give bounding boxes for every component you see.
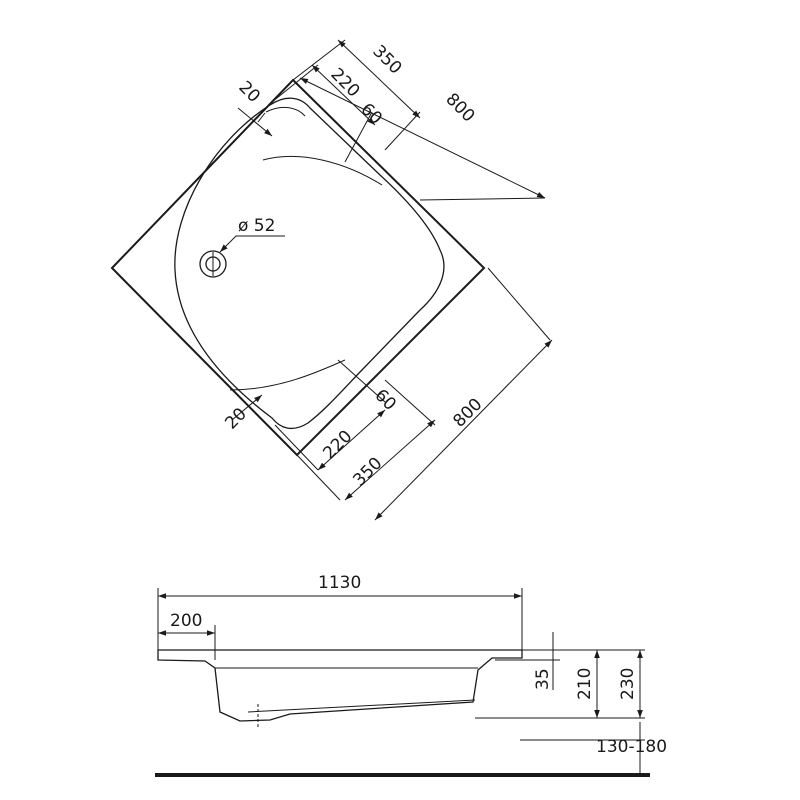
dim-legs: 130-180 (596, 737, 667, 757)
dim-35: 35 (533, 668, 553, 690)
dim-upper-800-line (299, 77, 546, 199)
drain (199, 250, 227, 278)
dim-lower-800: 800 (449, 394, 486, 431)
dim-1130: 1130 (318, 573, 361, 593)
basin-outline (174, 97, 445, 430)
tray-profile (157, 649, 523, 722)
dim-200: 200 (170, 611, 202, 631)
dim-upper-350-line (337, 39, 421, 119)
dim-lower-220-line (317, 409, 386, 471)
tray-outline (110, 78, 486, 457)
dim-upper-350: 350 (368, 41, 405, 78)
dim-lower-350-line (344, 419, 436, 501)
dim-lower-350: 350 (349, 453, 386, 490)
dim-upper-60: 60 (356, 99, 385, 128)
dim-230: 230 (618, 668, 638, 700)
drain-diameter-label: ø 52 (238, 216, 275, 236)
side-view: 1130 200 35 210 230 130-180 (155, 573, 667, 777)
drain-leader (219, 235, 285, 253)
deck-line (229, 106, 383, 391)
top-view: ø 52 800 350 220 60 20 800 350 220 60 20 (110, 39, 553, 521)
dim-210: 210 (575, 668, 595, 700)
dim-upper-220: 220 (326, 64, 363, 101)
dim-upper-800: 800 (441, 89, 478, 126)
dim-upper-20: 20 (234, 77, 263, 106)
dim-lower-220: 220 (319, 426, 356, 463)
dim-upper-220-line (311, 64, 376, 126)
